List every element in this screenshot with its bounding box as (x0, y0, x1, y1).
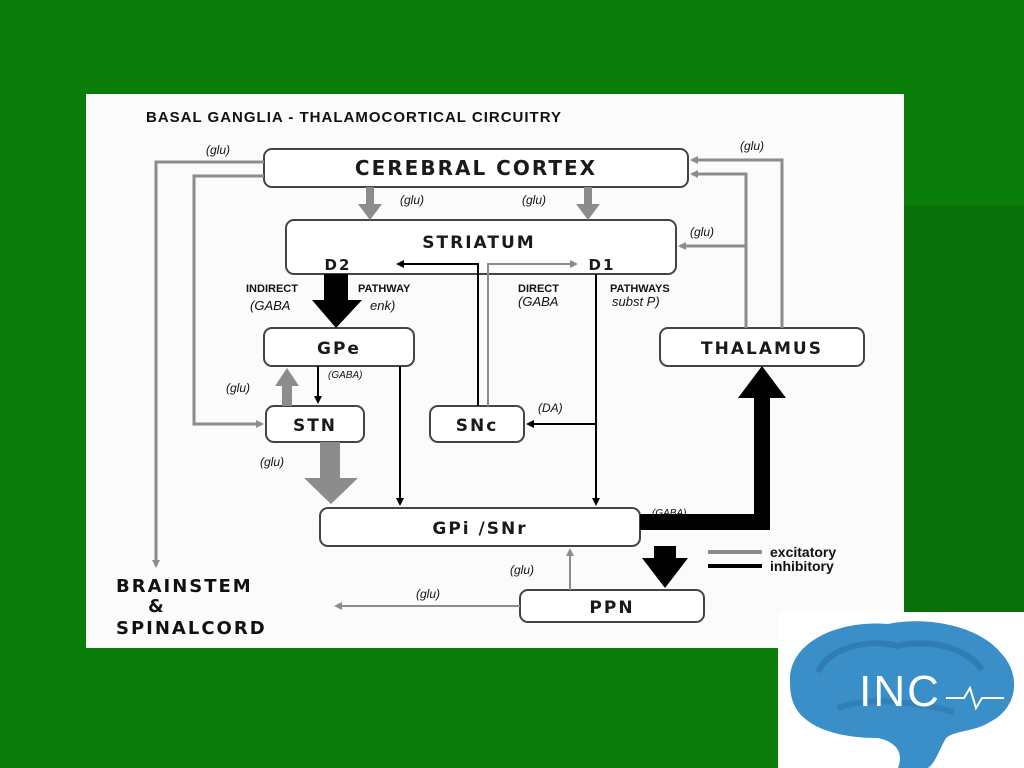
snc-to-d1-arrow (487, 260, 578, 406)
diagram-canvas: BASAL GANGLIA - THALAMOCORTICAL CIRCUITR… (116, 109, 865, 639)
brainstem-label: BRAINSTEM (116, 576, 253, 597)
thalamus-to-cortex-arrow-inner (690, 170, 748, 328)
enk-label: enk) (370, 298, 395, 313)
inc-logo: INC (778, 612, 1024, 768)
da-label: (DA) (538, 401, 563, 415)
glu-cortex-right-label: (glu) (740, 139, 764, 153)
striatum-box: STRIATUM D2 D1 (285, 219, 677, 275)
d1-label: D1 (589, 256, 616, 274)
indirect-label: INDIRECT (246, 283, 298, 295)
snc-label: SNc (456, 416, 499, 436)
gaba-direct-label: (GABA (518, 294, 558, 309)
subst-p-label: subst P) (612, 294, 660, 309)
cortex-to-brainstem-arrow (152, 160, 264, 568)
brain-logo-icon: INC (789, 621, 1015, 768)
legend: excitatory inhibitory (708, 544, 836, 574)
ppn-label: PPN (589, 598, 634, 618)
striatum-label: STRIATUM (422, 233, 535, 253)
glu-ppn-gpi-label: (glu) (510, 563, 534, 577)
gpi-to-ppn-arrow (642, 546, 688, 588)
stn-to-gpe-arrow (275, 368, 299, 406)
gaba-gpi-thal-label: (GABA) (652, 508, 686, 519)
thalamus-box: THALAMUS (659, 327, 865, 367)
d2-to-gpe-arrow (312, 274, 362, 328)
cortex-box: CEREBRAL CORTEX (263, 148, 689, 188)
snc-to-d2-arrow (396, 260, 479, 406)
legend-inhibitory-label: inhibitory (770, 558, 834, 574)
gpe-label: GPe (317, 339, 361, 359)
direct-label: DIRECT (518, 283, 559, 295)
gaba-gpe-stn-label: (GABA) (328, 370, 362, 381)
cortex-to-striatum-arrow-right (576, 187, 600, 220)
basal-ganglia-diagram: BASAL GANGLIA - THALAMOCORTICAL CIRCUITR… (86, 94, 904, 648)
gpi-to-thalamus-arrow (640, 366, 786, 530)
d2-label: D2 (325, 256, 352, 274)
glu-stn-gpe-label: (glu) (226, 381, 250, 395)
gpe-box: GPe (263, 327, 415, 367)
cortex-label: CEREBRAL CORTEX (355, 156, 597, 180)
glu-ppn-brainstem-label: (glu) (416, 587, 440, 601)
slide-edge-strip (902, 205, 1024, 625)
gaba-indirect-label: (GABA (250, 298, 290, 313)
logo-text: INC (859, 667, 941, 716)
brainstem-ampersand: & (148, 596, 166, 617)
glu-thal-striatum-label: (glu) (690, 225, 714, 239)
snc-box: SNc (429, 405, 525, 443)
stn-box: STN (265, 405, 365, 443)
legend-excitatory-label: excitatory (770, 544, 836, 560)
thalamus-label: THALAMUS (701, 339, 823, 359)
stn-label: STN (293, 416, 337, 436)
cortex-to-striatum-arrow-left (358, 187, 382, 220)
stn-to-gpi-arrow (304, 442, 358, 504)
gpi-snr-label: GPi /SNr (432, 519, 527, 539)
ppn-box: PPN (519, 589, 705, 623)
pathways-label: PATHWAYS (610, 283, 670, 295)
gpi-snr-box: GPi /SNr (319, 507, 641, 547)
glu-stn-gpi-label: (glu) (260, 455, 284, 469)
thalamus-to-cortex-arrow-outer (690, 156, 784, 328)
pathway-label: PATHWAY (358, 283, 411, 295)
spinalcord-label: SPINALCORD (116, 618, 267, 639)
diagram-title: BASAL GANGLIA - THALAMOCORTICAL CIRCUITR… (146, 109, 562, 126)
glu-down-left-label: (glu) (400, 193, 424, 207)
glu-down-right-label: (glu) (522, 193, 546, 207)
glu-cortex-left-label: (glu) (206, 143, 230, 157)
cortex-to-stn-arrow (192, 174, 264, 428)
